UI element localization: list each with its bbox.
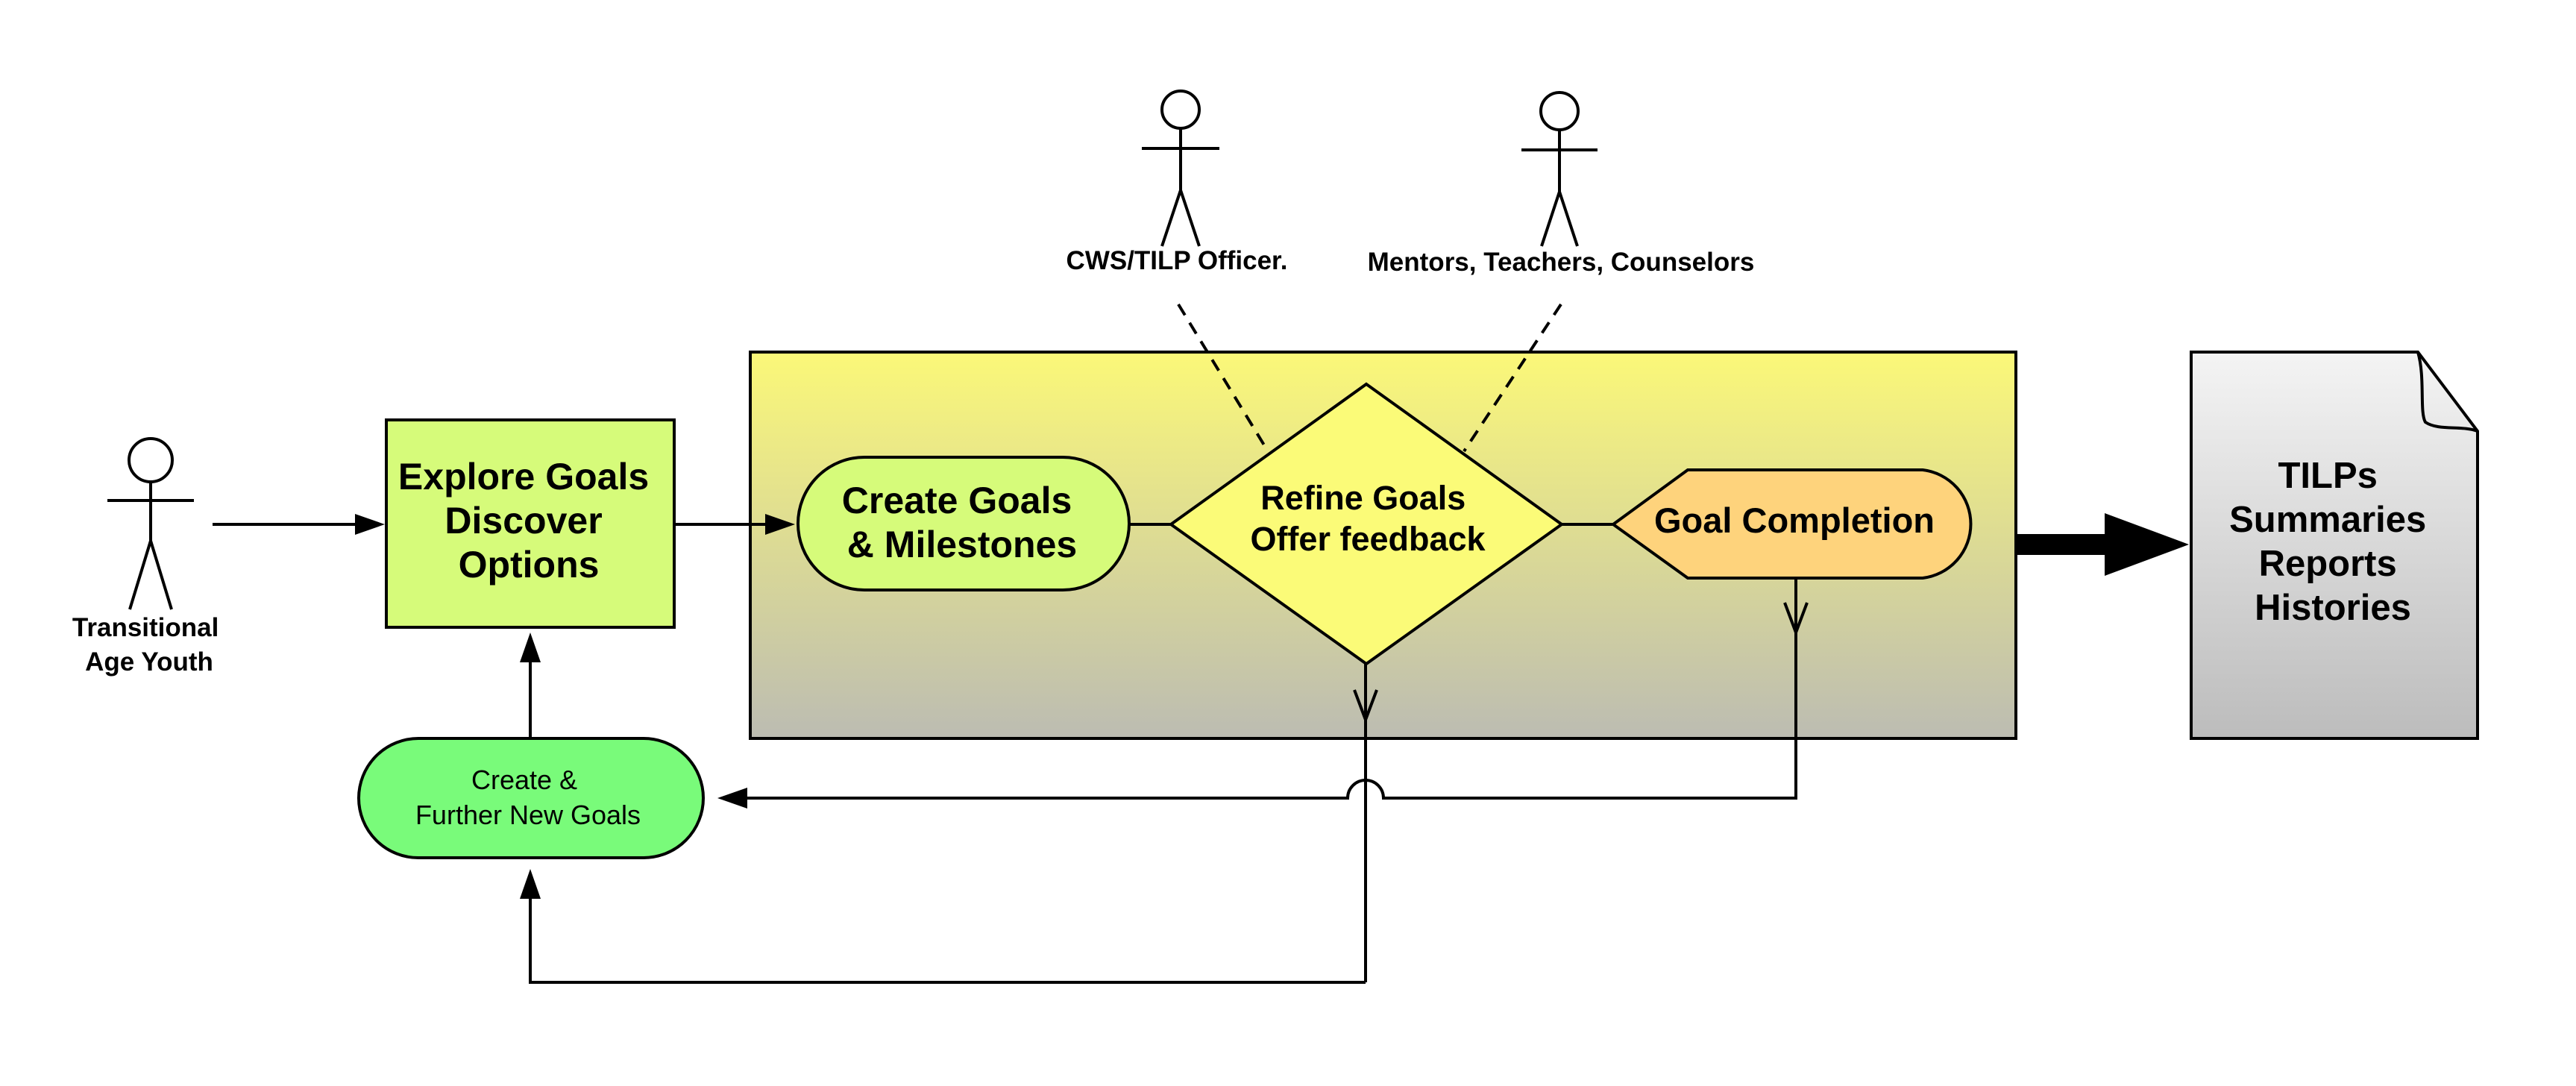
explore-goals-node[interactable]: Explore Goals Discover Options [385,418,676,629]
actor-youth-label: Transitional Age Youth [72,613,226,677]
actor-officer-icon [1142,90,1219,247]
create-goals-node[interactable]: Create Goals & Milestones [797,456,1131,591]
svg-text:Create Goals & Milestone: Create Goals & Milestones [842,480,1082,565]
arrowhead-completion-down [1783,602,1809,637]
goal-completion-node[interactable]: Goal Completion [1610,468,1973,580]
svg-text:Refine Goals Offer feedb: Refine Goals Offer feedback [1250,479,1486,558]
arrowhead-explore-bottom [520,633,541,662]
arrowhead-create [765,514,795,535]
output-arrow-shaft [2016,534,2108,555]
output-document-node[interactable]: TILPs Summaries Reports Histories [2190,351,2479,740]
actor-officer-label: CWS/TILP Officer. [1066,246,1288,275]
svg-text:Goal Completion: Goal Completion [1654,500,1935,540]
arrowhead-refine-down [1353,689,1378,724]
arrowhead-further-bottom [520,869,541,899]
completion-loop-line [747,578,1797,800]
actor-mentors-icon [1521,91,1598,247]
arrowhead-explore [355,514,385,535]
actor-youth-icon [107,437,194,610]
refine-goals-node[interactable]: Refine Goals Offer feedback [1168,382,1565,666]
svg-text:Create & Further New Goa: Create & Further New Goals [415,765,641,830]
further-goals-node[interactable]: Create & Further New Goals [357,737,705,859]
svg-text:TILPs Summaries Re: TILPs Summaries Reports Histories [2229,456,2437,628]
refine-loop-line [529,899,1366,984]
document-folded-corner [2416,351,2478,433]
actor-mentors-label: Mentors, Teachers, Counselors [1368,248,1755,277]
output-arrow-head [2105,513,2189,576]
mentors-association-line [1463,303,1562,453]
officer-association-line [1177,303,1267,449]
arrowhead-further-right [717,788,747,809]
svg-text:Explore Goals Discover: Explore Goals Discover Options [398,456,659,586]
